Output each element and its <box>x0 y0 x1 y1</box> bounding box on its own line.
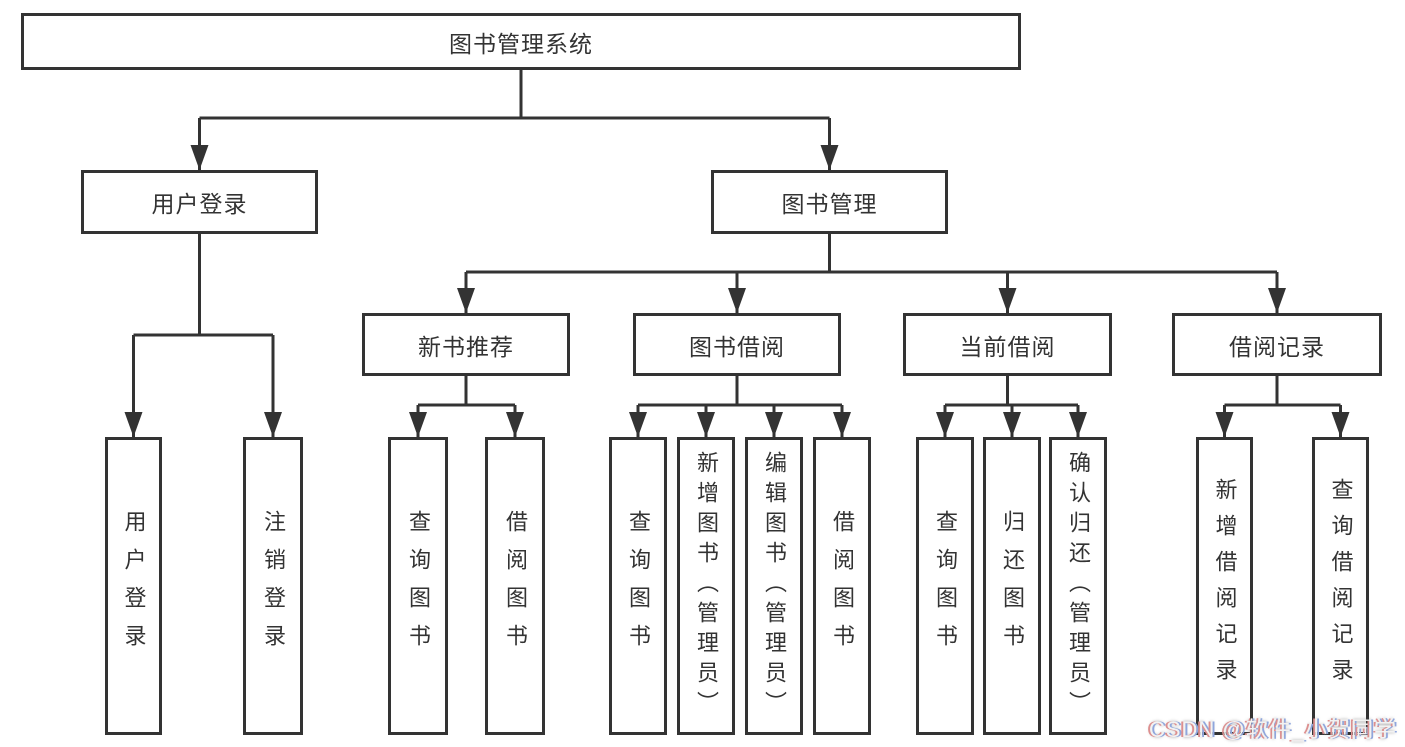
node-current-borrow-label: 当前借阅 <box>959 333 1056 360</box>
node-user-login-label: 用户登录 <box>151 191 248 217</box>
leaf-newbooks-query-books: 查询图书 <box>388 437 448 735</box>
leaf-user-login: 用户登录 <box>105 437 162 735</box>
arrowheads <box>124 145 1350 437</box>
node-book-borrow-label: 图书借阅 <box>689 333 785 360</box>
leaf-borrow-edit-books-admin-label: 编辑图书（管理员） <box>762 451 787 721</box>
leaf-borrow-query-books-label: 查询图书 <box>626 510 651 662</box>
leaf-current-query-books-label: 查询图书 <box>933 510 958 662</box>
leaf-newbooks-borrow-books-label: 借阅图书 <box>503 510 528 662</box>
node-book-borrow: 图书借阅 <box>633 313 841 376</box>
leaf-borrow-add-books-admin: 新增图书（管理员） <box>677 437 735 735</box>
csdn-watermark: CSDN @软件_小贺同学 <box>1148 717 1397 742</box>
node-user-login: 用户登录 <box>81 170 318 234</box>
leaf-newbooks-query-books-label: 查询图书 <box>406 510 431 662</box>
node-new-book-recommend: 新书推荐 <box>362 313 570 376</box>
node-borrow-records-label: 借阅记录 <box>1229 333 1325 360</box>
leaf-current-confirm-return-admin: 确认归还（管理员） <box>1049 437 1107 735</box>
node-root-label: 图书管理系统 <box>449 30 593 57</box>
leaf-records-add-record: 新增借阅记录 <box>1196 437 1253 735</box>
leaf-records-query-record: 查询借阅记录 <box>1312 437 1369 735</box>
leaf-records-query-record-label: 查询借阅记录 <box>1328 478 1354 694</box>
leaf-borrow-query-books: 查询图书 <box>609 437 667 735</box>
leaf-user-login-label: 用户登录 <box>121 510 147 662</box>
leaf-logout: 注销登录 <box>243 437 303 735</box>
node-new-book-recommend-label: 新书推荐 <box>418 333 514 360</box>
leaf-current-query-books: 查询图书 <box>916 437 974 735</box>
leaf-borrow-borrow-books: 借阅图书 <box>813 437 871 735</box>
leaf-records-add-record-label: 新增借阅记录 <box>1212 478 1238 694</box>
node-current-borrow: 当前借阅 <box>903 313 1112 376</box>
leaf-borrow-borrow-books-label: 借阅图书 <box>830 510 855 662</box>
leaf-logout-label: 注销登录 <box>261 510 286 662</box>
node-borrow-records: 借阅记录 <box>1172 313 1382 376</box>
leaf-current-return-books-label: 归还图书 <box>1000 510 1025 662</box>
node-root: 图书管理系统 <box>21 13 1021 70</box>
node-book-management-label: 图书管理 <box>781 191 878 217</box>
leaf-current-return-books: 归还图书 <box>983 437 1041 735</box>
leaf-borrow-add-books-admin-label: 新增图书（管理员） <box>694 451 719 721</box>
leaf-newbooks-borrow-books: 借阅图书 <box>485 437 545 735</box>
node-book-management: 图书管理 <box>711 170 948 234</box>
leaf-borrow-edit-books-admin: 编辑图书（管理员） <box>745 437 803 735</box>
leaf-current-confirm-return-admin-label: 确认归还（管理员） <box>1066 451 1091 721</box>
